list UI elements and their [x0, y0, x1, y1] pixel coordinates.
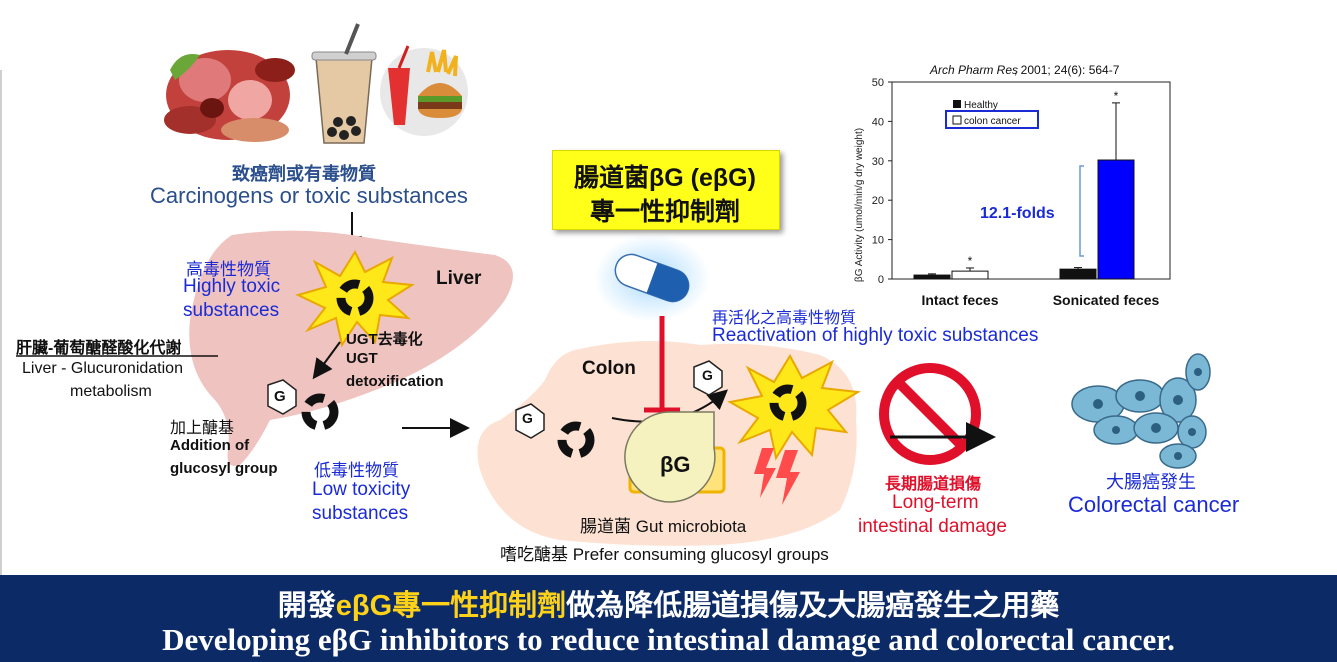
banner-zh: 開發eβG專一性抑制劑做為降低腸道損傷及大腸癌發生之用藥: [0, 582, 1337, 624]
low-toxic-en1: Low toxicity: [312, 479, 411, 500]
addition-zh: 加上醣基: [170, 420, 235, 437]
low-toxic-en2: substances: [312, 503, 409, 524]
fold-change-annotation: 12.1-folds: [980, 205, 1055, 222]
inhibitor-box: [552, 150, 780, 230]
lightning-icon: [754, 448, 800, 505]
damage-en1: Long-term: [892, 492, 979, 513]
reactivation-en: Reactivation of highly toxic substances: [712, 325, 1039, 346]
colon-g-label-2: G: [702, 367, 713, 383]
glucuronidation-en2: metabolism: [70, 383, 152, 400]
food-label-en: Carcinogens or toxic substances: [150, 183, 468, 208]
molecule-icon-liver-top: [336, 279, 374, 317]
prefer-label: 嗜吃醣基 Prefer consuming glucosyl groups: [500, 545, 829, 564]
chart-bars: **: [913, 89, 1135, 280]
bar-1-1: [1097, 159, 1135, 280]
colon-g-hexagon-1: [515, 403, 545, 439]
highly-toxic-en1: Highly toxic: [183, 276, 281, 297]
legend-label-cancer: colon cancer: [964, 116, 1021, 127]
y-tick-label-1: 10: [872, 235, 884, 247]
legend-label-healthy: Healthy: [964, 100, 998, 111]
highly-toxic-zh: 高毒性物質: [186, 260, 271, 279]
damage-en2: intestinal damage: [858, 516, 1007, 537]
ugt-arrow: [312, 341, 341, 380]
x-category-intact: Intact feces: [921, 292, 998, 308]
inhibitor-title-line1: 腸道菌βG (eβG): [574, 164, 756, 192]
chart-frame: [891, 81, 1171, 280]
highly-toxic-en2: substances: [183, 300, 280, 321]
liver-g-hexagon: [267, 379, 297, 415]
bar-0-0: [913, 274, 951, 280]
colon-g-label-1: G: [522, 410, 533, 426]
bg-activity-chart: Arch Pharm Res , 2001; 24(6): 564-7 0 10 2…: [854, 63, 1171, 308]
citation-journal: Arch Pharm Res: [929, 63, 1018, 77]
bar-1-0: [951, 270, 989, 280]
reactivation-zh: 再活化之高毒性物質: [712, 310, 857, 327]
chart-axes: [891, 81, 1171, 280]
prohibition-icon: [879, 363, 981, 465]
liver-g-label: G: [274, 388, 286, 405]
cancer-zh: 大腸癌發生: [1106, 472, 1196, 492]
x-category-sonicated: Sonicated feces: [1053, 292, 1160, 308]
y-tick-label-3: 30: [872, 156, 884, 168]
legend-swatch-healthy: [953, 100, 961, 108]
chart-y-ticks: 0 10 20 30 40 50: [872, 77, 892, 286]
banner-zh-highlight: eβG專一性抑制劑: [335, 590, 567, 622]
banner-zh-post: 做為降低腸道損傷及大腸癌發生之用藥: [566, 590, 1060, 622]
significance-mark-0: *: [968, 254, 973, 268]
damage-zh: 長期腸道損傷: [885, 476, 982, 493]
y-tick-label-2: 20: [872, 195, 884, 207]
ugt-en1: UGT: [346, 350, 378, 367]
citation-rest: , 2001; 24(6): 564-7: [1014, 63, 1120, 77]
cancer-en: Colorectal cancer: [1068, 492, 1240, 517]
cancer-cells-illustration: [1071, 353, 1211, 469]
left-border-line: [0, 70, 2, 575]
liver-label: Liver: [436, 268, 482, 289]
colon-toxic-explosion: [727, 354, 862, 461]
liver-toxic-explosion: [295, 249, 415, 348]
bg-enzyme: [624, 411, 726, 503]
y-tick-label-5: 50: [872, 77, 884, 89]
ugt-en2: detoxification: [346, 373, 444, 390]
banner-en: Developing eβG inhibitors to reduce inte…: [162, 622, 1175, 657]
bar-0-1: [1059, 268, 1097, 280]
fold-change-bracket: [1079, 165, 1084, 257]
molecule-icon-colon-left: [557, 421, 595, 459]
food-illustration: [164, 23, 468, 144]
bottom-banner: [0, 575, 1337, 662]
glucuronidation-zh: 肝臟-葡萄醣醛酸化代謝: [16, 340, 182, 357]
diagram-canvas: [16, 23, 1211, 546]
chart-legend: Healthy colon cancer: [945, 100, 1039, 129]
addition-en1: Addition of: [170, 437, 250, 454]
low-toxic-zh: 低毒性物質: [314, 461, 399, 480]
legend-highlight-box: [945, 110, 1039, 129]
significance-mark-1: *: [1114, 89, 1119, 103]
y-tick-label-0: 0: [878, 274, 884, 286]
y-tick-label-4: 40: [872, 116, 884, 128]
addition-en2: glucosyl group: [170, 460, 278, 477]
molecule-icon-liver-bottom: [301, 393, 339, 431]
legend-swatch-cancer: [952, 115, 962, 125]
colon-g-hexagon-2: [693, 360, 723, 396]
bg-enzyme-label: βG: [660, 452, 691, 477]
glucuronidation-en1: Liver - Glucuronidation: [22, 360, 183, 377]
molecule-icon-colon-right: [769, 384, 807, 422]
food-label-zh: 致癌劑或有毒物質: [232, 164, 376, 184]
colon-label: Colon: [582, 358, 636, 379]
pill-icon: [614, 253, 690, 303]
banner-zh-pre: 開發: [277, 590, 336, 622]
ugt-zh: UGT去毒化: [346, 331, 423, 348]
microbiota-label: 腸道菌 Gut microbiota: [580, 517, 747, 536]
inhibitor-title-line2: 專一性抑制劑: [589, 198, 740, 226]
chart-y-label: βG Activity (umol/min/g dry weight): [854, 128, 865, 282]
